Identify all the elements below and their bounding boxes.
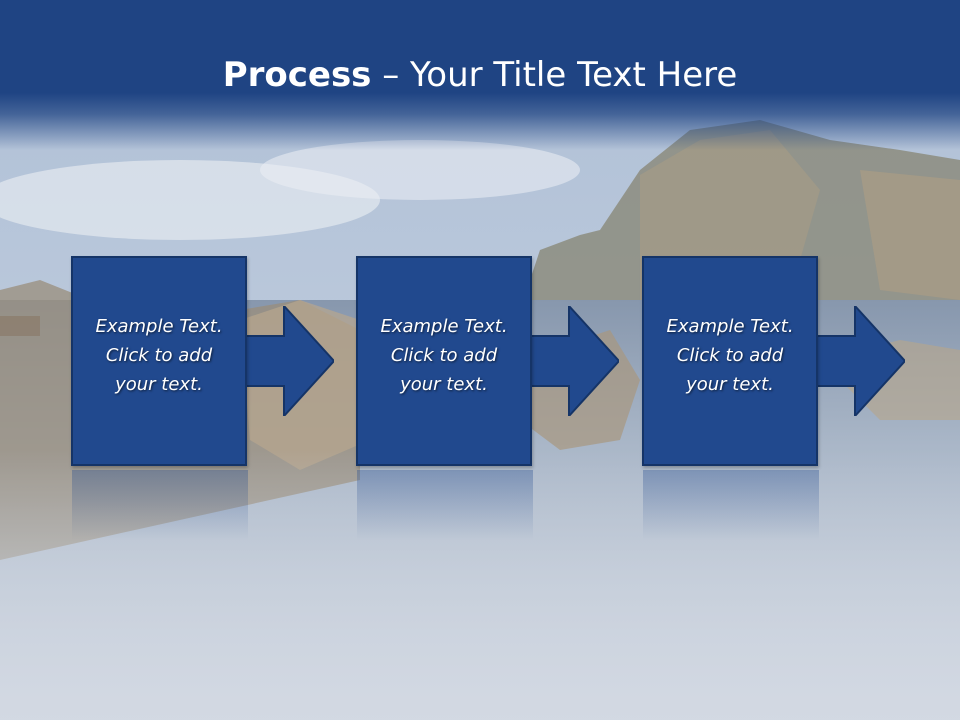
step-2-box[interactable]: Example Text. Click to add your text. xyxy=(356,256,532,466)
title-rest-text: – Your Title Text Here xyxy=(371,55,738,95)
step-2-reflection xyxy=(357,470,533,540)
title-bold-text: Process xyxy=(222,55,372,95)
step-3-box[interactable]: Example Text. Click to add your text. xyxy=(642,256,818,466)
step-1-box[interactable]: Example Text. Click to add your text. xyxy=(71,256,247,466)
step-3-text[interactable]: Example Text. Click to add your text. xyxy=(666,316,794,395)
step-1-reflection xyxy=(72,470,248,540)
title-band xyxy=(0,0,960,150)
step-2-text[interactable]: Example Text. Click to add your text. xyxy=(380,316,508,395)
step-1-arrow-icon xyxy=(244,306,334,416)
step-3-reflection xyxy=(643,470,819,540)
step-3-arrow-icon xyxy=(815,306,905,416)
step-2-arrow-icon xyxy=(529,306,619,416)
step-1-text[interactable]: Example Text. Click to add your text. xyxy=(95,316,223,395)
slide-title[interactable]: Process – Your Title Text Here xyxy=(0,52,960,98)
